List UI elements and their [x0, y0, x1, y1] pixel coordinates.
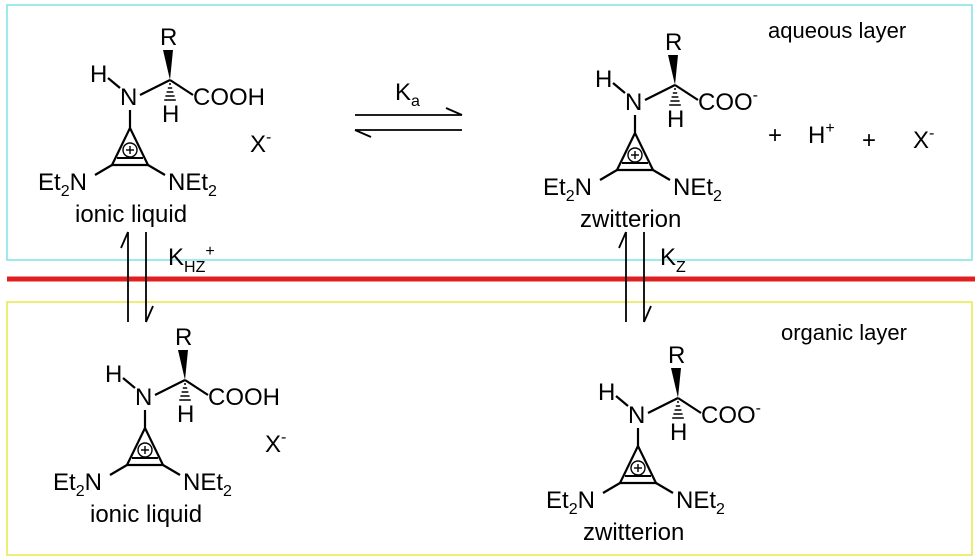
plus-sign-1: +: [768, 122, 782, 149]
hashed-bond: [164, 83, 176, 101]
positive-charge-icon: [627, 147, 643, 163]
anion-label: X-: [913, 125, 934, 154]
positive-charge-icon: [630, 460, 646, 476]
wedge-bond: [668, 55, 678, 85]
c-c-bond: [184, 379, 209, 396]
carboxyl-label: COOH: [208, 384, 280, 411]
hashed-bond: [669, 88, 681, 106]
positive-charge-icon: [137, 442, 153, 458]
molecule-name-label: ionic liquid: [90, 501, 202, 528]
organic-layer-label: organic layer: [781, 320, 907, 345]
r-group-label: R: [175, 324, 192, 351]
plus-sign-2: +: [862, 127, 876, 154]
right-amine-bond: [652, 169, 671, 181]
right-amine-bond: [655, 482, 674, 494]
khz-equilibrium-arrows: [120, 231, 154, 323]
positive-charge-icon: [122, 142, 138, 158]
h-n-bond: [612, 82, 626, 94]
ka-equilibrium-arrows: [354, 107, 463, 138]
nh-hydrogen-label: H: [598, 379, 615, 406]
left-diethylamino-label: Et2N: [38, 169, 87, 200]
h-n-bond: [122, 377, 136, 389]
n-c-bond: [647, 397, 679, 414]
kz-label: KZ: [660, 244, 686, 276]
molecule-name-label: ionic liquid: [75, 201, 187, 228]
left-amine-bond: [599, 169, 618, 181]
left-diethylamino-label: Et2N: [53, 469, 102, 500]
molecule-name-label: zwitterion: [583, 519, 684, 546]
kz-equilibrium-arrows: [618, 231, 652, 323]
left-amine-bond: [109, 464, 128, 476]
hashed-bond: [179, 383, 191, 401]
nh-hydrogen-label: H: [595, 66, 612, 93]
chiral-hydrogen-label: H: [670, 419, 687, 446]
khz-label: KHZ+: [168, 243, 215, 276]
organic-layer-box: [6, 301, 973, 556]
right-diethylamino-label: NEt2: [676, 487, 725, 518]
molecule-name-label: zwitterion: [580, 206, 681, 233]
amine-nitrogen-label: N: [120, 84, 137, 111]
r-group-label: R: [665, 29, 682, 56]
cyclopropenium-ring: [125, 425, 165, 467]
cyclopropenium-ring: [618, 443, 658, 485]
right-amine-bond: [162, 464, 181, 476]
wedge-bond: [163, 50, 173, 80]
proton-label: H+: [808, 120, 835, 149]
aqueous-layer-label: aqueous layer: [768, 18, 906, 43]
chiral-hydrogen-label: H: [177, 401, 194, 428]
nh-hydrogen-label: H: [90, 61, 107, 88]
n-c-bond: [139, 79, 171, 96]
left-amine-bond: [94, 164, 113, 176]
nh-hydrogen-label: H: [105, 361, 122, 388]
c-c-bond: [169, 79, 194, 96]
wedge-bond: [178, 350, 188, 380]
amine-nitrogen-label: N: [628, 402, 645, 429]
h-n-bond: [615, 395, 629, 407]
right-amine-bond: [147, 164, 166, 176]
right-diethylamino-label: NEt2: [183, 469, 232, 500]
chiral-hydrogen-label: H: [667, 106, 684, 133]
right-diethylamino-label: NEt2: [168, 169, 217, 200]
right-diethylamino-label: NEt2: [673, 174, 722, 205]
hashed-bond: [672, 401, 684, 419]
chiral-hydrogen-label: H: [162, 101, 179, 128]
left-amine-bond: [602, 482, 621, 494]
carboxyl-label: COOH: [193, 84, 265, 111]
amine-nitrogen-label: N: [135, 384, 152, 411]
amine-nitrogen-label: N: [625, 89, 642, 116]
ka-label: Ka: [395, 79, 420, 110]
h-n-bond: [107, 77, 121, 89]
left-diethylamino-label: Et2N: [543, 174, 592, 205]
counterion-label: X-: [265, 429, 286, 458]
r-group-label: R: [668, 342, 685, 369]
n-c-bond: [644, 84, 676, 101]
carboxyl-label: COO-: [698, 87, 758, 116]
c-c-bond: [674, 84, 699, 101]
aqueous-layer-box: [6, 4, 973, 261]
cyclopropenium-ring: [615, 130, 655, 172]
left-diethylamino-label: Et2N: [546, 487, 595, 518]
carboxyl-label: COO-: [701, 400, 761, 429]
r-group-label: R: [160, 24, 177, 51]
counterion-label: X-: [250, 129, 271, 158]
wedge-bond: [671, 368, 681, 398]
c-c-bond: [677, 397, 702, 414]
cyclopropenium-ring: [110, 125, 150, 167]
n-c-bond: [154, 379, 186, 396]
